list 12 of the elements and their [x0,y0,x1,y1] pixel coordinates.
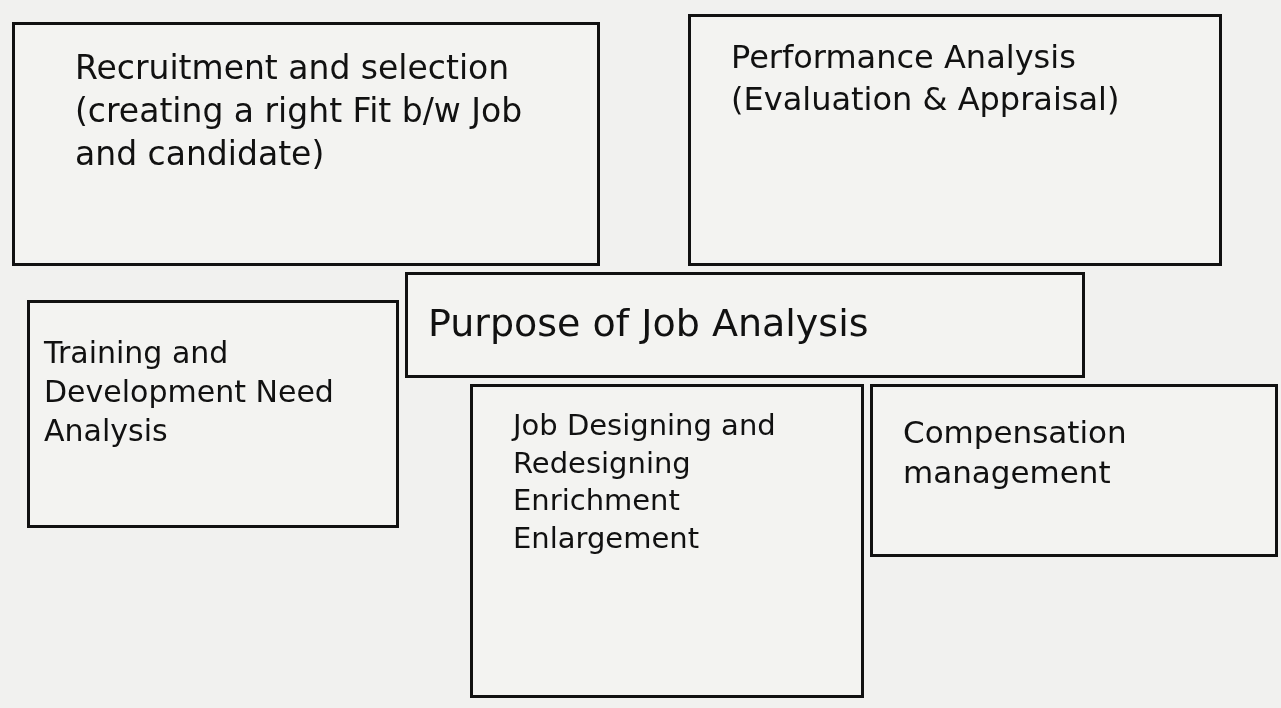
box-text: Compensation management [903,413,1128,493]
text-box [27,300,399,528]
box-text: Job Designing and Redesigning Enrichment Enlargement [513,407,777,558]
text-box [470,384,864,698]
box-text: Performance Analysis (Evaluation & Appraisal) [731,37,1121,120]
text-box [870,384,1278,557]
diagram-heading: Purpose of Job Analysis [428,300,870,347]
text-box [12,22,600,266]
box-text: Recruitment and selection (creating a right Fit b/w Job and candidate) [75,47,524,175]
text-box [405,272,1085,378]
box-text: Training and Development Need Analysis [44,334,335,450]
text-box [688,14,1222,266]
